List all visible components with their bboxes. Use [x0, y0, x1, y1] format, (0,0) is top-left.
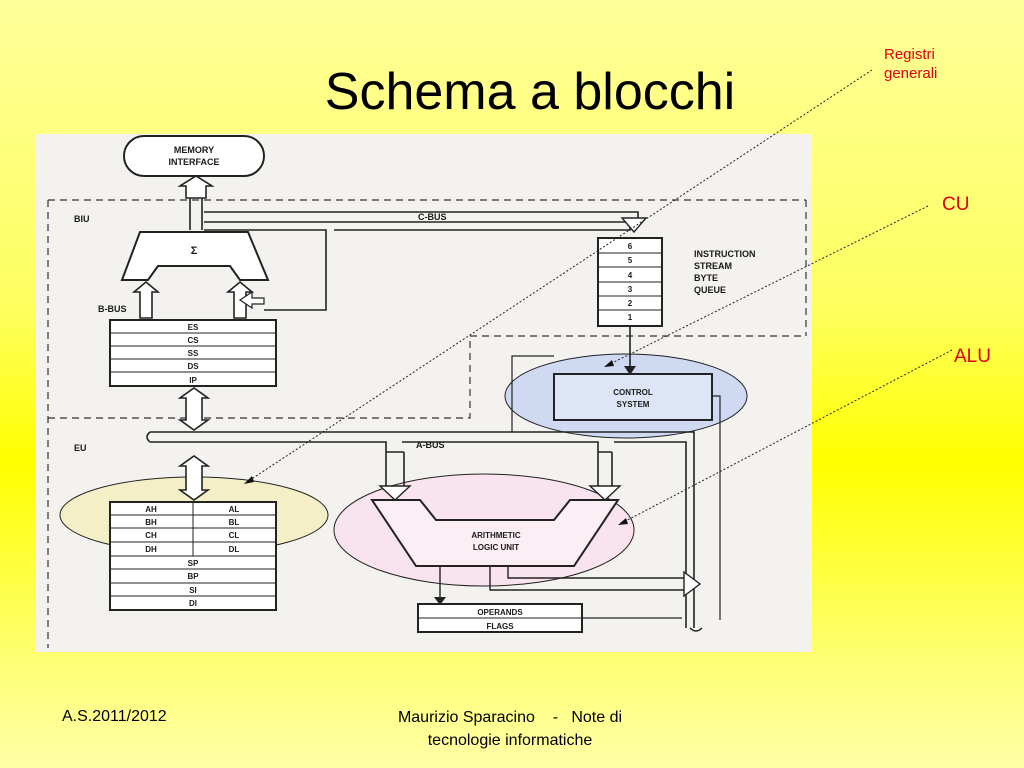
register-sp: SP [188, 559, 199, 568]
queue-label-3: BYTE [694, 273, 718, 283]
memory-interface-label-1: MEMORY [174, 145, 214, 155]
queue-cell-3: 3 [628, 285, 633, 294]
register-al: AL [229, 505, 240, 514]
operands-label: OPERANDS [477, 608, 523, 617]
callout-registri-line-1: Registri [884, 46, 935, 63]
cu-pointer [604, 360, 614, 367]
a-bus [146, 431, 695, 628]
instruction-queue: 6 5 4 3 2 1 [597, 237, 663, 327]
a-bus-label: A-BUS [416, 440, 445, 450]
alu-pointer [618, 518, 628, 525]
section-boundaries [47, 199, 807, 648]
segment-registers: ES CS SS DS IP [109, 319, 277, 387]
alu-label-2: LOGIC UNIT [473, 543, 519, 552]
register-si: SI [189, 586, 197, 595]
address-adder [120, 231, 270, 281]
general-registers: AH BH CH DH AL BL CL DL SP BP SI DI [109, 501, 277, 611]
register-ch: CH [145, 531, 157, 540]
c-bus-arrow [620, 217, 648, 234]
callout-alu: ALU [954, 346, 991, 367]
footer-year: A.S.2011/2012 [62, 708, 167, 725]
register-dl: DL [229, 545, 240, 554]
alu-shape [370, 499, 620, 567]
c-bus-feed-arrow [238, 290, 265, 310]
footer-author-line-1: Maurizio Sparacino - Note di [397, 709, 623, 726]
registers-link-arrow [177, 455, 211, 501]
control-system-label-2: SYSTEM [617, 400, 650, 409]
footer-author-line-2: tecnologie informatiche [427, 732, 593, 749]
eu-label: EU [74, 443, 87, 453]
memory-arrow [177, 175, 215, 199]
register-ah: AH [145, 505, 157, 514]
memory-interface-box [123, 135, 265, 177]
b-bus-arrow-left [131, 280, 161, 319]
alu-output-line-2 [489, 566, 688, 591]
queue-cell-1: 1 [628, 313, 633, 322]
queue-label-1: INSTRUCTION [694, 249, 756, 259]
control-system-box [553, 373, 713, 421]
segment-register-cs: CS [187, 336, 199, 345]
alu-label-1: ARITHMETIC [471, 531, 521, 540]
callout-leaders [243, 69, 953, 525]
register-bp: BP [187, 572, 199, 581]
registri-pointer [244, 476, 254, 484]
c-bus-label: C-BUS [418, 212, 447, 222]
alu-output-arrow [683, 570, 702, 598]
queue-cell-2: 2 [628, 299, 633, 308]
queue-cell-6: 6 [628, 242, 633, 251]
control-link-left [511, 355, 554, 432]
flags-label: FLAGS [486, 622, 514, 631]
alu-output-line-1 [507, 566, 688, 579]
memory-link [189, 198, 203, 230]
segment-register-ds: DS [187, 362, 199, 371]
biu-label: BIU [74, 214, 90, 224]
queue-cell-5: 5 [628, 256, 633, 265]
segment-register-ip: IP [189, 376, 197, 385]
callout-registri-line-2: generali [884, 65, 938, 82]
segment-register-es: ES [188, 323, 199, 332]
alu-to-flags-arrow [434, 597, 446, 605]
queue-label-2: STREAM [694, 261, 732, 271]
register-dh: DH [145, 545, 157, 554]
queue-cell-4: 4 [628, 271, 633, 280]
biu-eu-link-arrow [177, 387, 211, 431]
register-bh: BH [145, 518, 157, 527]
callout-cu: CU [942, 194, 970, 215]
queue-to-control-arrow [624, 366, 636, 375]
control-link-right [712, 395, 721, 620]
callout-registri: Registri generali [884, 45, 937, 83]
queue-label-4: QUEUE [694, 285, 726, 295]
register-cl: CL [229, 531, 240, 540]
segment-register-ss: SS [188, 349, 199, 358]
a-bus-arrow-left [378, 485, 412, 501]
a-bus-arrow-right [588, 485, 622, 501]
memory-interface-label-2: INTERFACE [168, 157, 219, 167]
control-system-label-1: CONTROL [613, 388, 653, 397]
register-bl: BL [229, 518, 240, 527]
sigma-label: Σ [191, 245, 198, 257]
footer-author: Maurizio Sparacino - Note di tecnologie … [340, 706, 680, 752]
b-bus-label: B-BUS [98, 304, 127, 314]
slide-title: Schema a blocchi [324, 63, 736, 121]
register-di: DI [189, 599, 197, 608]
